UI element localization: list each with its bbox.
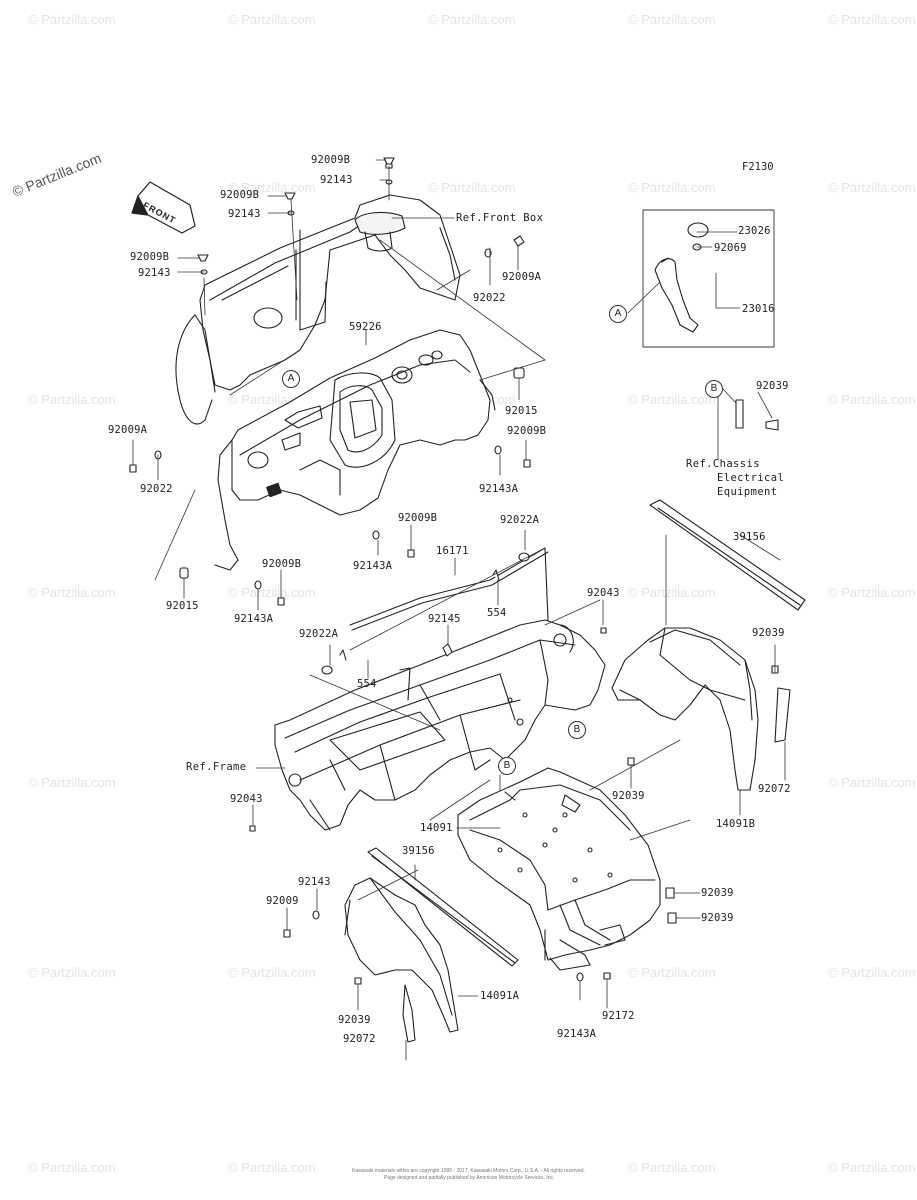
part-label[interactable]: 92009B [507, 425, 547, 437]
part-label[interactable]: 92009A [502, 271, 542, 283]
callout-b: B [568, 721, 586, 739]
watermark: © Partzilla.com [28, 1160, 116, 1175]
part-label[interactable]: 92143 [298, 876, 331, 888]
part-label[interactable]: 92143 [320, 174, 353, 186]
watermark: © Partzilla.com [628, 12, 716, 27]
callout-a: A [282, 370, 300, 388]
watermark: © Partzilla.com [228, 12, 316, 27]
part-label[interactable]: 92143A [557, 1028, 597, 1040]
watermark: © Partzilla.com [28, 585, 116, 600]
part-label[interactable]: 92069 [714, 242, 747, 254]
watermark: © Partzilla.com [828, 965, 916, 980]
ref-frame: Ref.Frame [186, 761, 247, 773]
ref-chassis: Ref.Chassis [686, 458, 760, 470]
part-label[interactable]: 39156 [733, 531, 766, 543]
watermark: © Partzilla.com [28, 965, 116, 980]
watermark: © Partzilla.com [828, 775, 916, 790]
part-label[interactable]: 92143 [138, 267, 171, 279]
ref-chassis-line3: Equipment [717, 486, 778, 498]
part-label[interactable]: 92043 [230, 793, 263, 805]
watermark: © Partzilla.com [28, 775, 116, 790]
watermark: © Partzilla.com [828, 12, 916, 27]
part-label[interactable]: 92015 [505, 405, 538, 417]
part-label[interactable]: 92009A [108, 424, 148, 436]
clip-assembly-b [735, 399, 779, 431]
part-label[interactable]: 92172 [602, 1010, 635, 1022]
part-label[interactable]: 554 [487, 607, 507, 619]
part-label[interactable]: 92039 [752, 627, 785, 639]
part-label[interactable]: 14091A [480, 990, 520, 1002]
part-label[interactable]: 92143A [479, 483, 519, 495]
watermark: © Partzilla.com [628, 392, 716, 407]
part-label[interactable]: 14091B [716, 818, 756, 830]
part-label[interactable]: 92009 [266, 895, 299, 907]
watermark: © Partzilla.com [628, 585, 716, 600]
copyright-line-1: Kawasaki materials within are copyright … [352, 1168, 585, 1174]
part-label[interactable]: 92145 [428, 613, 461, 625]
part-label[interactable]: 14091 [420, 822, 453, 834]
fender-14091b [611, 627, 759, 791]
callout-b: B [498, 757, 516, 775]
callout-a-detail: A [609, 305, 627, 323]
part-label[interactable]: 92039 [756, 380, 789, 392]
part-label[interactable]: 92039 [612, 790, 645, 802]
ref-chassis-line2: Electrical [717, 472, 785, 484]
part-label[interactable]: 92009B [262, 558, 302, 570]
part-label[interactable]: 92143 [228, 208, 261, 220]
part-label[interactable]: 92143A [353, 560, 393, 572]
fender-14091 [457, 767, 661, 961]
watermark: © Partzilla.com [428, 12, 516, 27]
part-label[interactable]: 92015 [166, 600, 199, 612]
part-label[interactable]: 23016 [742, 303, 775, 315]
part-label[interactable]: 554 [357, 678, 377, 690]
watermark: © Partzilla.com [828, 180, 916, 195]
part-label[interactable]: 39156 [402, 845, 435, 857]
watermark: © Partzilla.com [28, 392, 116, 407]
watermark: © Partzilla.com [228, 1160, 316, 1175]
watermark: © Partzilla.com [828, 585, 916, 600]
copyright-line-2: Page designed and partially published by… [384, 1175, 555, 1181]
part-label[interactable]: 92072 [758, 783, 791, 795]
fasteners [129, 157, 779, 985]
callout-b-detail: B [705, 380, 723, 398]
front-arrow-icon [131, 181, 196, 234]
watermark: © Partzilla.com [428, 180, 516, 195]
part-label[interactable]: 92009B [130, 251, 170, 263]
part-label[interactable]: 92039 [701, 912, 734, 924]
watermark: © Partzilla.com [228, 965, 316, 980]
watermark: © Partzilla.com [228, 180, 316, 195]
part-label[interactable]: 92039 [338, 1014, 371, 1026]
fender-14091a [344, 877, 459, 1033]
dash-panel [231, 329, 491, 516]
watermark: © Partzilla.com [228, 585, 316, 600]
watermark: © Partzilla.com [628, 180, 716, 195]
part-label[interactable]: 92022A [299, 628, 339, 640]
part-label[interactable]: 92022 [140, 483, 173, 495]
key-switch-assembly [642, 209, 775, 348]
part-label[interactable]: 23026 [738, 225, 771, 237]
part-label[interactable]: 92009B [220, 189, 260, 201]
part-label[interactable]: 92039 [701, 887, 734, 899]
front-cover-panel [199, 194, 461, 391]
watermark: © Partzilla.com [828, 1160, 916, 1175]
part-label[interactable]: 92022A [500, 514, 540, 526]
part-label[interactable]: 59226 [349, 321, 382, 333]
watermark: © Partzilla.com [28, 12, 116, 27]
part-label[interactable]: 92009B [398, 512, 438, 524]
part-label[interactable]: 92072 [343, 1033, 376, 1045]
watermark: © Partzilla.com [628, 965, 716, 980]
part-label[interactable]: 92022 [473, 292, 506, 304]
figure-code: F2130 [742, 161, 774, 173]
ref-front-box: Ref.Front Box [456, 212, 544, 224]
watermark: © Partzilla.com [828, 392, 916, 407]
part-label[interactable]: 92043 [587, 587, 620, 599]
part-label[interactable]: 92009B [311, 154, 351, 166]
part-label[interactable]: 92143A [234, 613, 274, 625]
watermark: © Partzilla.com [628, 1160, 716, 1175]
part-label[interactable]: 16171 [436, 545, 469, 557]
